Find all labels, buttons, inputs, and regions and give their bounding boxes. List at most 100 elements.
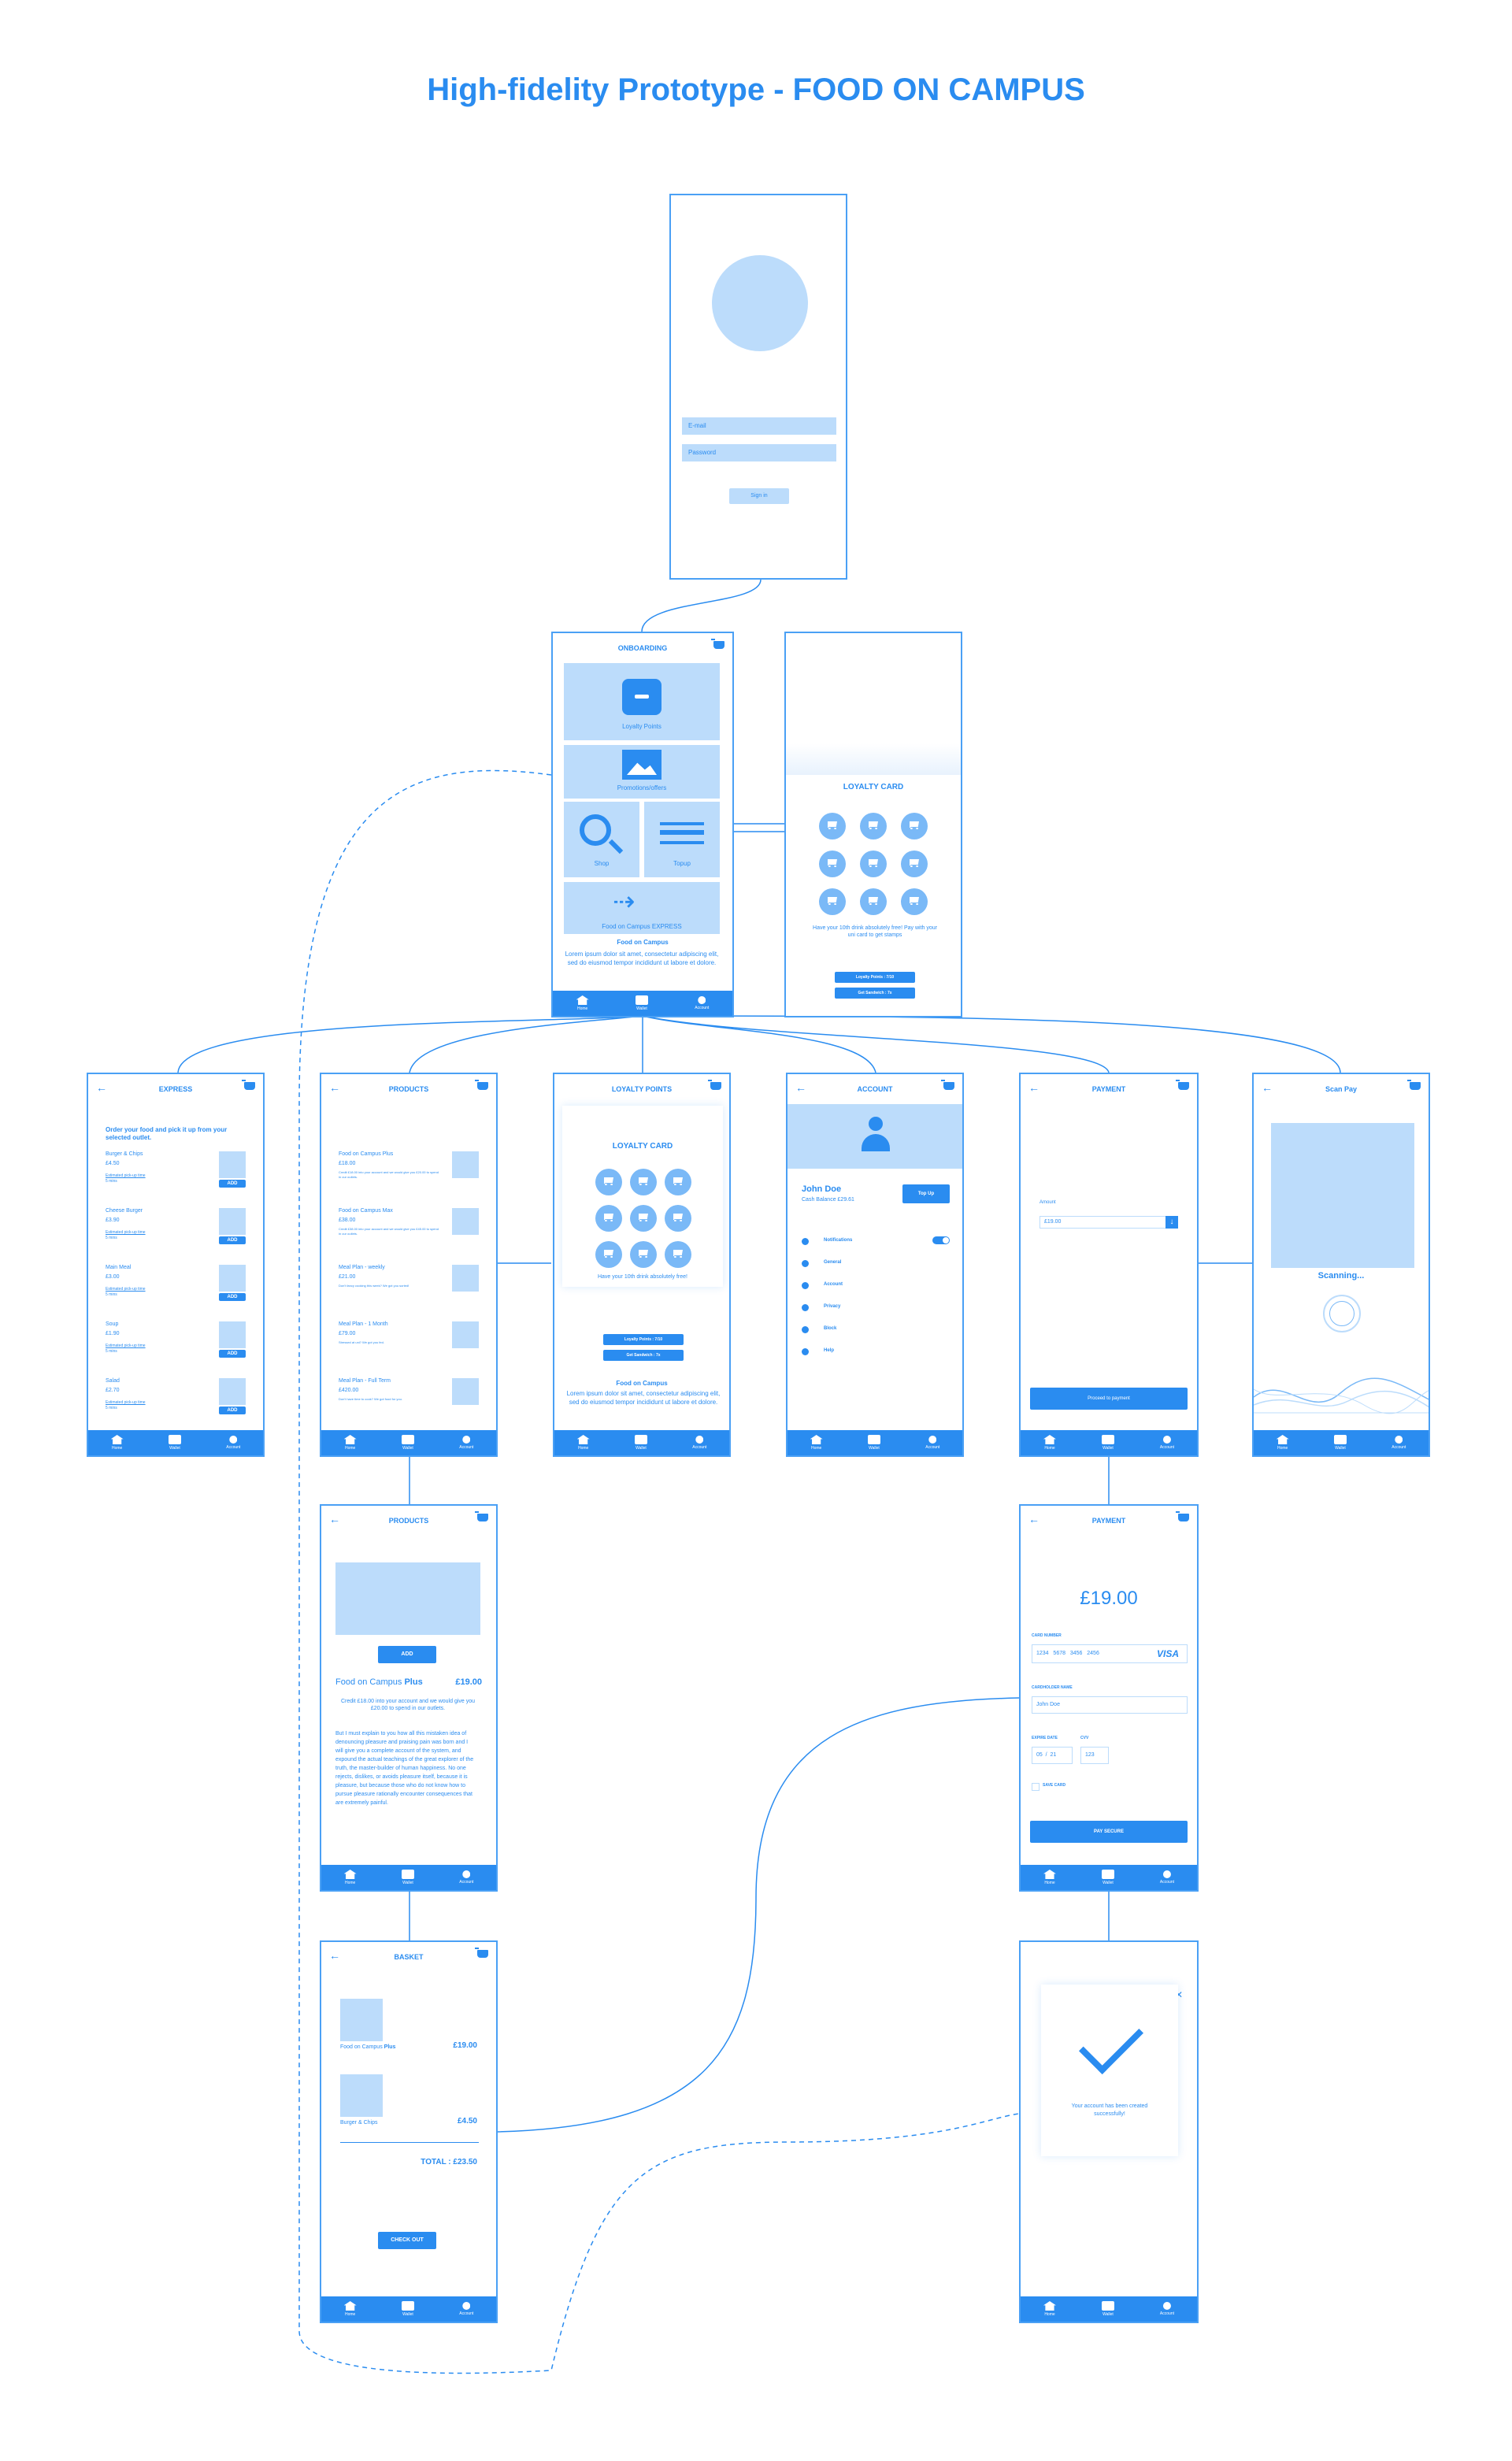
menu-item-5[interactable]: Help: [824, 1348, 835, 1353]
menu-item-3[interactable]: Privacy: [824, 1304, 841, 1309]
loyalty-points-button[interactable]: Loyalty Points : 7/10: [835, 972, 915, 983]
nav-wallet[interactable]: Wallet: [401, 2301, 414, 2317]
add-button[interactable]: ADD: [378, 1646, 436, 1663]
nav-wallet[interactable]: Wallet: [401, 1435, 414, 1451]
cart-icon[interactable]: [711, 639, 724, 649]
nav-home[interactable]: Home: [343, 2301, 357, 2317]
nav-home[interactable]: Home: [810, 1435, 823, 1451]
nav-wallet[interactable]: Wallet: [1101, 1870, 1114, 1885]
cardholder-field[interactable]: John Doe: [1032, 1696, 1188, 1714]
back-arrow-icon[interactable]: ←: [1262, 1081, 1273, 1094]
product-item-image[interactable]: [452, 1321, 479, 1348]
nav-account[interactable]: Account: [692, 1436, 706, 1450]
get-sandwich-button[interactable]: Get Sandwich : 7x: [835, 988, 915, 999]
cart-icon[interactable]: [475, 1948, 488, 1958]
back-arrow-icon[interactable]: ←: [329, 1949, 340, 1962]
tile-topup[interactable]: Topup: [644, 802, 720, 877]
menu-item-4[interactable]: Block: [824, 1326, 837, 1331]
close-icon[interactable]: ✕: [1174, 1989, 1183, 2000]
nav-wallet[interactable]: Wallet: [401, 1870, 414, 1885]
loyalty-points-button[interactable]: Loyalty Points : 7/10: [603, 1334, 684, 1345]
product-item-name: Meal Plan - 1 Month: [339, 1321, 388, 1327]
expiry-field[interactable]: 05 / 21: [1032, 1747, 1073, 1764]
nav-home[interactable]: Home: [1276, 1435, 1289, 1451]
sign-in-button[interactable]: Sign in: [729, 488, 789, 504]
cart-icon[interactable]: [242, 1080, 255, 1090]
proceed-button[interactable]: Proceed to payment: [1030, 1388, 1188, 1410]
nav-wallet[interactable]: Wallet: [1101, 2301, 1114, 2317]
nav-account[interactable]: Account: [1160, 1436, 1174, 1450]
dropdown-icon[interactable]: ↓: [1166, 1216, 1178, 1229]
tile-label: Promotions/offers: [617, 784, 667, 791]
screen-title: ONBOARDING: [617, 644, 668, 652]
add-button[interactable]: ADD: [219, 1236, 246, 1244]
add-button[interactable]: ADD: [219, 1350, 246, 1358]
nav-account[interactable]: Account: [459, 2302, 473, 2316]
nav-wallet[interactable]: Wallet: [867, 1435, 880, 1451]
back-arrow-icon[interactable]: ←: [795, 1081, 806, 1094]
product-item-image[interactable]: [452, 1208, 479, 1235]
card-number-field[interactable]: 1234 5678 3456 2456 VISA: [1032, 1644, 1188, 1663]
nav-wallet[interactable]: Wallet: [634, 1435, 647, 1451]
back-arrow-icon[interactable]: ←: [329, 1081, 340, 1094]
back-arrow-icon[interactable]: ←: [96, 1081, 107, 1094]
cvv-field[interactable]: 123: [1080, 1747, 1109, 1764]
back-arrow-icon[interactable]: ←: [329, 1513, 340, 1525]
save-card-checkbox[interactable]: [1032, 1783, 1040, 1791]
add-button[interactable]: ADD: [219, 1180, 246, 1188]
menu-item-0[interactable]: Notifications: [824, 1238, 853, 1243]
nav-home[interactable]: Home: [576, 1435, 590, 1451]
nav-account[interactable]: Account: [1392, 1436, 1406, 1450]
product-item-image[interactable]: [452, 1151, 479, 1178]
nav-account[interactable]: Account: [459, 1436, 473, 1450]
nav-wallet[interactable]: Wallet: [168, 1435, 181, 1451]
cart-icon[interactable]: [1407, 1080, 1421, 1090]
nav-home[interactable]: Home: [576, 995, 589, 1011]
cart-icon[interactable]: [708, 1080, 721, 1090]
notifications-toggle[interactable]: [932, 1236, 950, 1244]
nav-wallet[interactable]: Wallet: [635, 995, 648, 1011]
nav-home[interactable]: Home: [1043, 1870, 1056, 1885]
tile-label: Loyalty Points: [622, 723, 662, 730]
cart-icon[interactable]: [1176, 1080, 1189, 1090]
tile-loyalty[interactable]: Loyalty Points: [564, 663, 720, 740]
nav-home[interactable]: Home: [1043, 2301, 1056, 2317]
cart-icon[interactable]: [475, 1080, 488, 1090]
user-icon: [1162, 2302, 1171, 2310]
cart-icon[interactable]: [941, 1080, 954, 1090]
menu-item-1[interactable]: General: [824, 1260, 842, 1265]
product-item-image[interactable]: [452, 1378, 479, 1405]
nav-home[interactable]: Home: [343, 1870, 357, 1885]
back-arrow-icon[interactable]: ←: [1028, 1081, 1040, 1094]
cart-icon[interactable]: [475, 1511, 488, 1521]
nav-account[interactable]: Account: [925, 1436, 939, 1450]
nav-account[interactable]: Account: [459, 1870, 473, 1885]
nav-account[interactable]: Account: [1160, 2302, 1174, 2316]
get-sandwich-button[interactable]: Get Sandwich : 7x: [603, 1350, 684, 1361]
nav-home[interactable]: Home: [1043, 1435, 1056, 1451]
stamp-icon: [665, 1205, 691, 1232]
email-field[interactable]: E-mail: [682, 417, 836, 435]
nav-home[interactable]: Home: [343, 1435, 357, 1451]
password-field[interactable]: Password: [682, 444, 836, 461]
checkmark-icon: [1078, 2009, 1144, 2075]
tile-promotions[interactable]: Promotions/offers: [564, 745, 720, 799]
cart-icon[interactable]: [1176, 1511, 1189, 1521]
menu-item-2[interactable]: Account: [824, 1282, 843, 1287]
nav-wallet[interactable]: Wallet: [1101, 1435, 1114, 1451]
product-item-image[interactable]: [452, 1265, 479, 1292]
nav-account[interactable]: Account: [1160, 1870, 1174, 1885]
back-arrow-icon[interactable]: ←: [1028, 1513, 1040, 1525]
tile-shop[interactable]: Shop: [564, 802, 639, 877]
nav-account[interactable]: Account: [226, 1436, 240, 1450]
nav-home[interactable]: Home: [110, 1435, 124, 1451]
add-button[interactable]: ADD: [219, 1407, 246, 1414]
pay-secure-button[interactable]: PAY SECURE: [1030, 1821, 1188, 1843]
amount-field[interactable]: £19.00: [1040, 1216, 1173, 1229]
tile-express[interactable]: ⇢ Food on Campus EXPRESS: [564, 882, 720, 934]
add-button[interactable]: ADD: [219, 1293, 246, 1301]
checkout-button[interactable]: CHECK OUT: [378, 2232, 436, 2249]
nav-account[interactable]: Account: [695, 996, 709, 1010]
top-up-button[interactable]: Top Up: [902, 1184, 950, 1203]
nav-wallet[interactable]: Wallet: [1333, 1435, 1347, 1451]
